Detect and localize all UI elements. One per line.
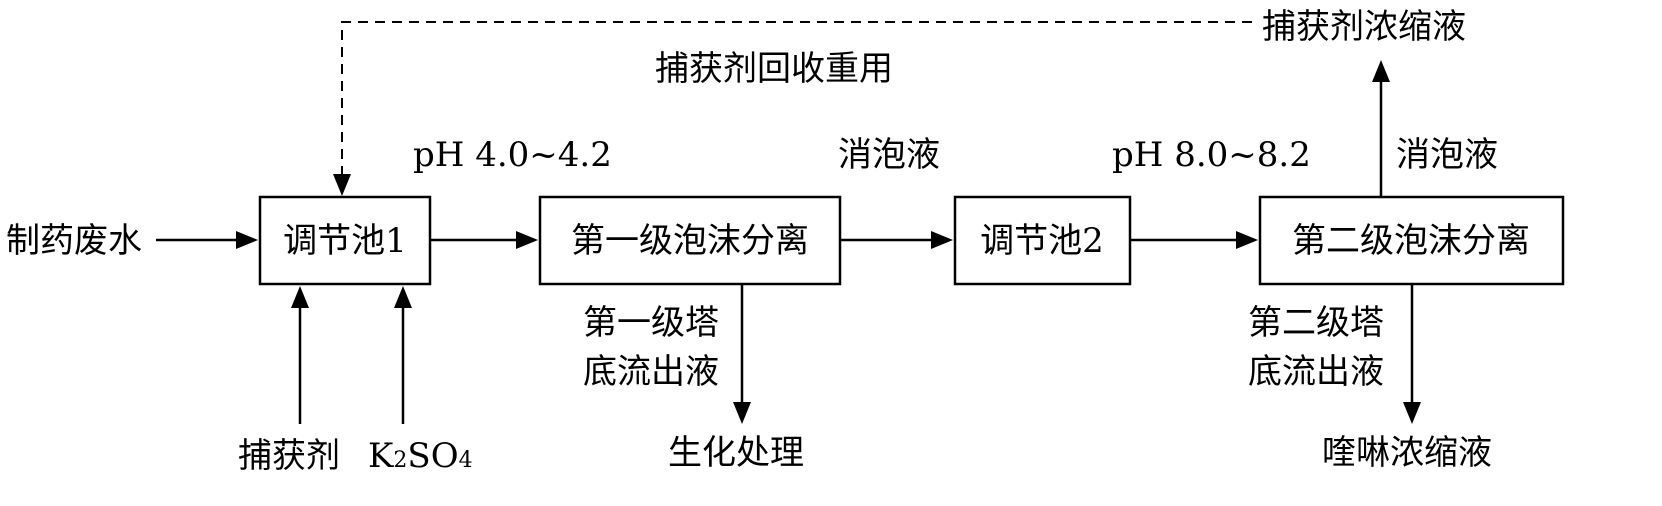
arrowhead-tank2-foam2 <box>1236 231 1258 249</box>
arrowhead-k2so4 <box>394 286 412 308</box>
tank1-label: 调节池1 <box>283 221 407 261</box>
k2so4-sub-4: 4 <box>459 448 473 473</box>
capture-agent-label: 捕获剂 <box>238 436 340 476</box>
bottom1-line2: 底流出液 <box>583 352 719 392</box>
arrowhead-foam1-bottom <box>733 402 751 424</box>
arrowhead-capture-agent <box>291 286 309 308</box>
capture-concentrate-label: 捕获剂浓缩液 <box>1262 7 1466 47</box>
foam2-label: 第二级泡沫分离 <box>1292 221 1530 261</box>
foam2-box <box>1258 195 1565 286</box>
arrowhead-wastewater <box>236 231 258 249</box>
bottom1-line1: 第一级塔 <box>583 303 719 343</box>
bottom2-line2: 底流出液 <box>1248 352 1384 392</box>
defoam1-label: 消泡液 <box>838 135 940 175</box>
wastewater-label: 制药废水 <box>6 221 142 261</box>
k2so4-k: K <box>368 436 394 476</box>
arrowhead-recycle <box>333 174 351 196</box>
ph1-label: pH 4.0~4.2 <box>413 135 612 175</box>
biochem-label: 生化处理 <box>668 433 804 473</box>
ph2-label: pH 8.0~8.2 <box>1112 135 1311 175</box>
quinoline-concentrate-label: 喹啉浓缩液 <box>1322 433 1492 473</box>
foam1-label: 第一级泡沫分离 <box>571 221 809 261</box>
defoam2-label: 消泡液 <box>1396 135 1498 175</box>
arrowhead-foam2-bottom <box>1403 402 1421 424</box>
tank2-label: 调节池2 <box>980 221 1104 261</box>
arrowhead-tank1-foam1 <box>516 231 538 249</box>
tank1-box <box>258 195 432 286</box>
arrowhead-foam2-top <box>1372 60 1390 82</box>
k2so4-so: SO <box>407 436 458 476</box>
foam1-box <box>538 195 842 286</box>
recycle-dashed-line <box>341 21 1252 178</box>
bottom2-line1: 第二级塔 <box>1248 303 1384 343</box>
k2so4-label: K2SO4 <box>368 436 473 476</box>
k2so4-sub-2: 2 <box>393 448 407 473</box>
recycle-label: 捕获剂回收重用 <box>655 49 893 89</box>
tank2-box <box>953 195 1132 286</box>
arrowhead-foam1-tank2 <box>931 231 953 249</box>
